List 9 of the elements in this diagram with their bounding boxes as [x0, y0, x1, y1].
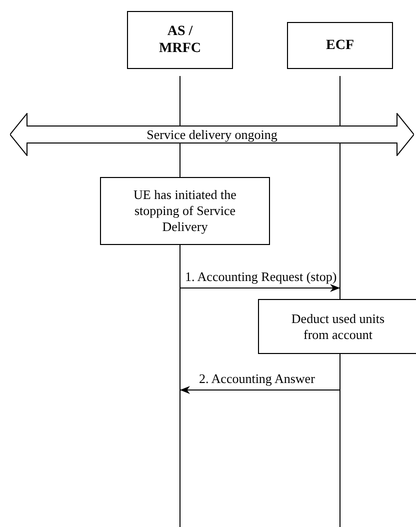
participant-box: ECF [287, 22, 393, 69]
edge-label: 2. Accounting Answer [198, 371, 316, 386]
message-arrow [180, 284, 340, 292]
participant-box: AS / MRFC [127, 11, 233, 69]
message-arrow [180, 386, 340, 394]
note-box: Deduct used units from account [258, 299, 416, 354]
note-box: UE has initiated the stopping of Service Delivery [100, 177, 270, 245]
double-arrow-band: Service delivery ongoing [10, 113, 414, 156]
edge-label: 1. Accounting Request (stop) [184, 269, 338, 284]
